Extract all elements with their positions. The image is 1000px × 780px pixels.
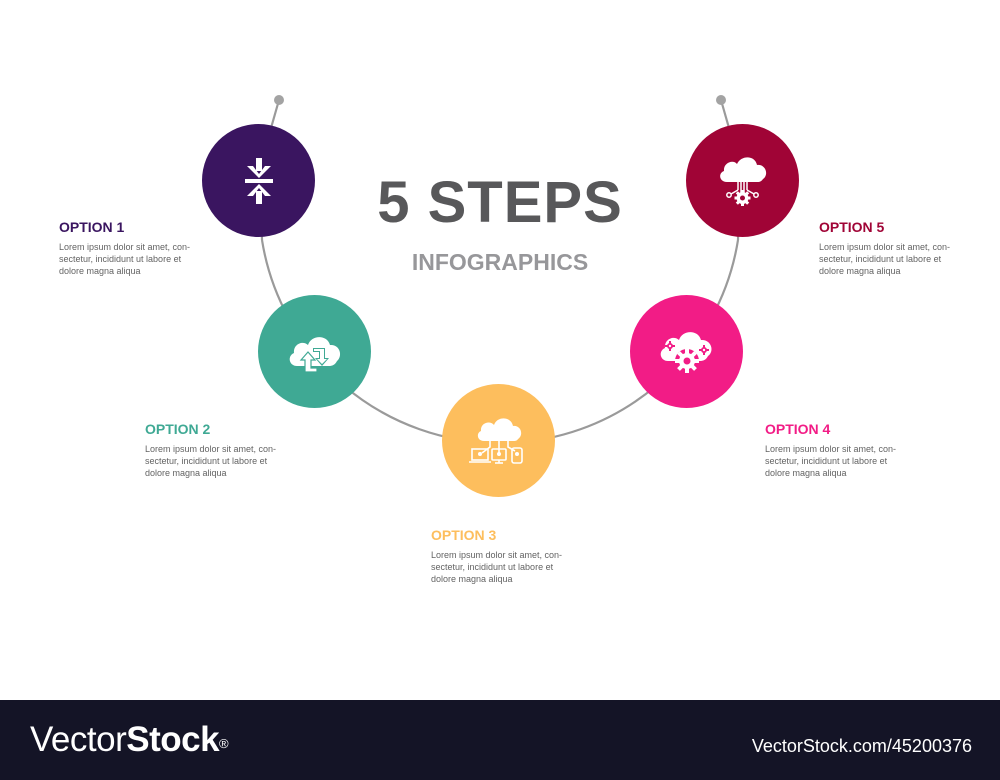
footer-bar: VectorStock® VectorStock.com/45200376 <box>0 700 1000 780</box>
option-1-title: OPTION 1 <box>59 219 125 235</box>
option-1-block: OPTION 1 Lorem ipsum dolor sit amet, con… <box>59 219 219 277</box>
stock-id-link[interactable]: VectorStock.com/45200376 <box>751 736 972 756</box>
option-4-text: Lorem ipsum dolor sit amet, con- sectetu… <box>765 444 897 478</box>
infographic-canvas: 5 STEPS INFOGRAPHICS <box>59 95 979 585</box>
option-2-title: OPTION 2 <box>145 421 211 437</box>
step-3-circle <box>442 384 555 497</box>
vectorstock-logo[interactable]: VectorStock® <box>30 720 229 759</box>
cloud-circuit-gear-icon <box>719 156 766 206</box>
option-2-text: Lorem ipsum dolor sit amet, con- sectetu… <box>145 444 277 478</box>
option-4-title: OPTION 4 <box>765 421 831 437</box>
cloud-sync-icon <box>289 336 340 373</box>
collapse-arrows-icon <box>244 157 273 204</box>
option-5-block: OPTION 5 Lorem ipsum dolor sit amet, con… <box>819 219 979 277</box>
step-4-circle <box>630 295 743 408</box>
connector-arc <box>259 95 741 445</box>
page-title: 5 STEPS <box>377 170 623 235</box>
option-1-text: Lorem ipsum dolor sit amet, con- sectetu… <box>59 242 191 276</box>
step-2-circle <box>258 295 371 408</box>
step-1-circle <box>202 124 315 237</box>
cloud-gears-icon <box>660 331 712 373</box>
option-2-block: OPTION 2 Lorem ipsum dolor sit amet, con… <box>145 421 305 479</box>
arc-end-dot-right <box>716 95 726 105</box>
page-subtitle: INFOGRAPHICS <box>411 249 589 275</box>
cloud-devices-icon <box>468 417 523 464</box>
option-4-block: OPTION 4 Lorem ipsum dolor sit amet, con… <box>765 421 925 479</box>
option-5-text: Lorem ipsum dolor sit amet, con- sectetu… <box>819 242 951 276</box>
arc-end-dot-left <box>274 95 284 105</box>
option-3-title: OPTION 3 <box>431 527 497 543</box>
step-5-circle <box>686 124 799 237</box>
option-3-block: OPTION 3 Lorem ipsum dolor sit amet, con… <box>431 527 591 585</box>
option-3-text: Lorem ipsum dolor sit amet, con- sectetu… <box>431 550 563 584</box>
option-5-title: OPTION 5 <box>819 219 885 235</box>
